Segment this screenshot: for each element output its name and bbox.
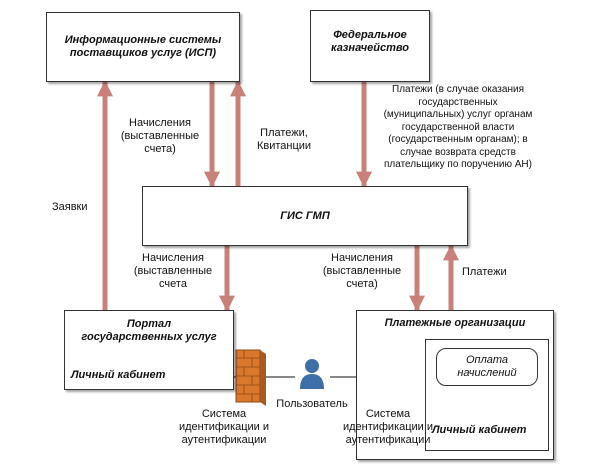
- label-accruals-top: Начисления (выставленные счета): [120, 117, 200, 155]
- portal-title-line1: Портал: [126, 318, 172, 330]
- pay-accruals-line1: Оплата: [465, 354, 509, 366]
- isp-title-line2: поставщиков услуг (ИСП): [69, 47, 217, 59]
- label-payments: Платежи: [462, 266, 507, 278]
- pay-accruals-box: Оплата начислений: [436, 348, 538, 386]
- isp-title-line1: Информационные системы: [64, 34, 222, 46]
- label-accruals-left: Начисления (выставленные счета: [133, 252, 213, 290]
- label-accruals-right: Начисления (выставленные счета): [322, 252, 402, 290]
- treasury-box: Федеральное казначейство: [310, 10, 430, 82]
- portal-box: Портал государственных услуг Личный каби…: [64, 310, 234, 390]
- payment-orgs-title: Платежные организации: [384, 317, 526, 329]
- label-user: Пользователь: [276, 398, 348, 410]
- gis-gmp-box: ГИС ГМП: [142, 186, 468, 246]
- gis-gmp-title: ГИС ГМП: [280, 210, 330, 222]
- portal-cabinet-label: Личный кабинет: [71, 369, 166, 381]
- isp-box: Информационные системы поставщиков услуг…: [46, 12, 240, 82]
- pay-accruals-line2: начислений: [457, 367, 517, 379]
- label-auth-right: Система идентификации и аутентификации: [342, 408, 434, 446]
- treasury-title-line2: казначейство: [330, 42, 410, 54]
- label-auth-left: Система идентификации и аутентификации: [178, 408, 270, 446]
- treasury-title-line1: Федеральное: [333, 29, 407, 41]
- payorg-cabinet-label: Личный кабинет: [432, 424, 527, 436]
- firewall-icon-left: [235, 349, 266, 406]
- portal-title-line2: государственных услуг: [81, 331, 217, 343]
- payment-orgs-box: Платежные организации Оплата начислений …: [356, 310, 554, 460]
- payorg-cabinet-box: Оплата начислений Личный кабинет: [425, 339, 549, 451]
- user-icon: [300, 359, 324, 389]
- label-treasury-payments: Платежи (в случае оказания государственн…: [383, 84, 533, 170]
- label-requests: Заявки: [52, 201, 88, 213]
- label-payments-receipts: Платежи, Квитанции: [256, 127, 312, 152]
